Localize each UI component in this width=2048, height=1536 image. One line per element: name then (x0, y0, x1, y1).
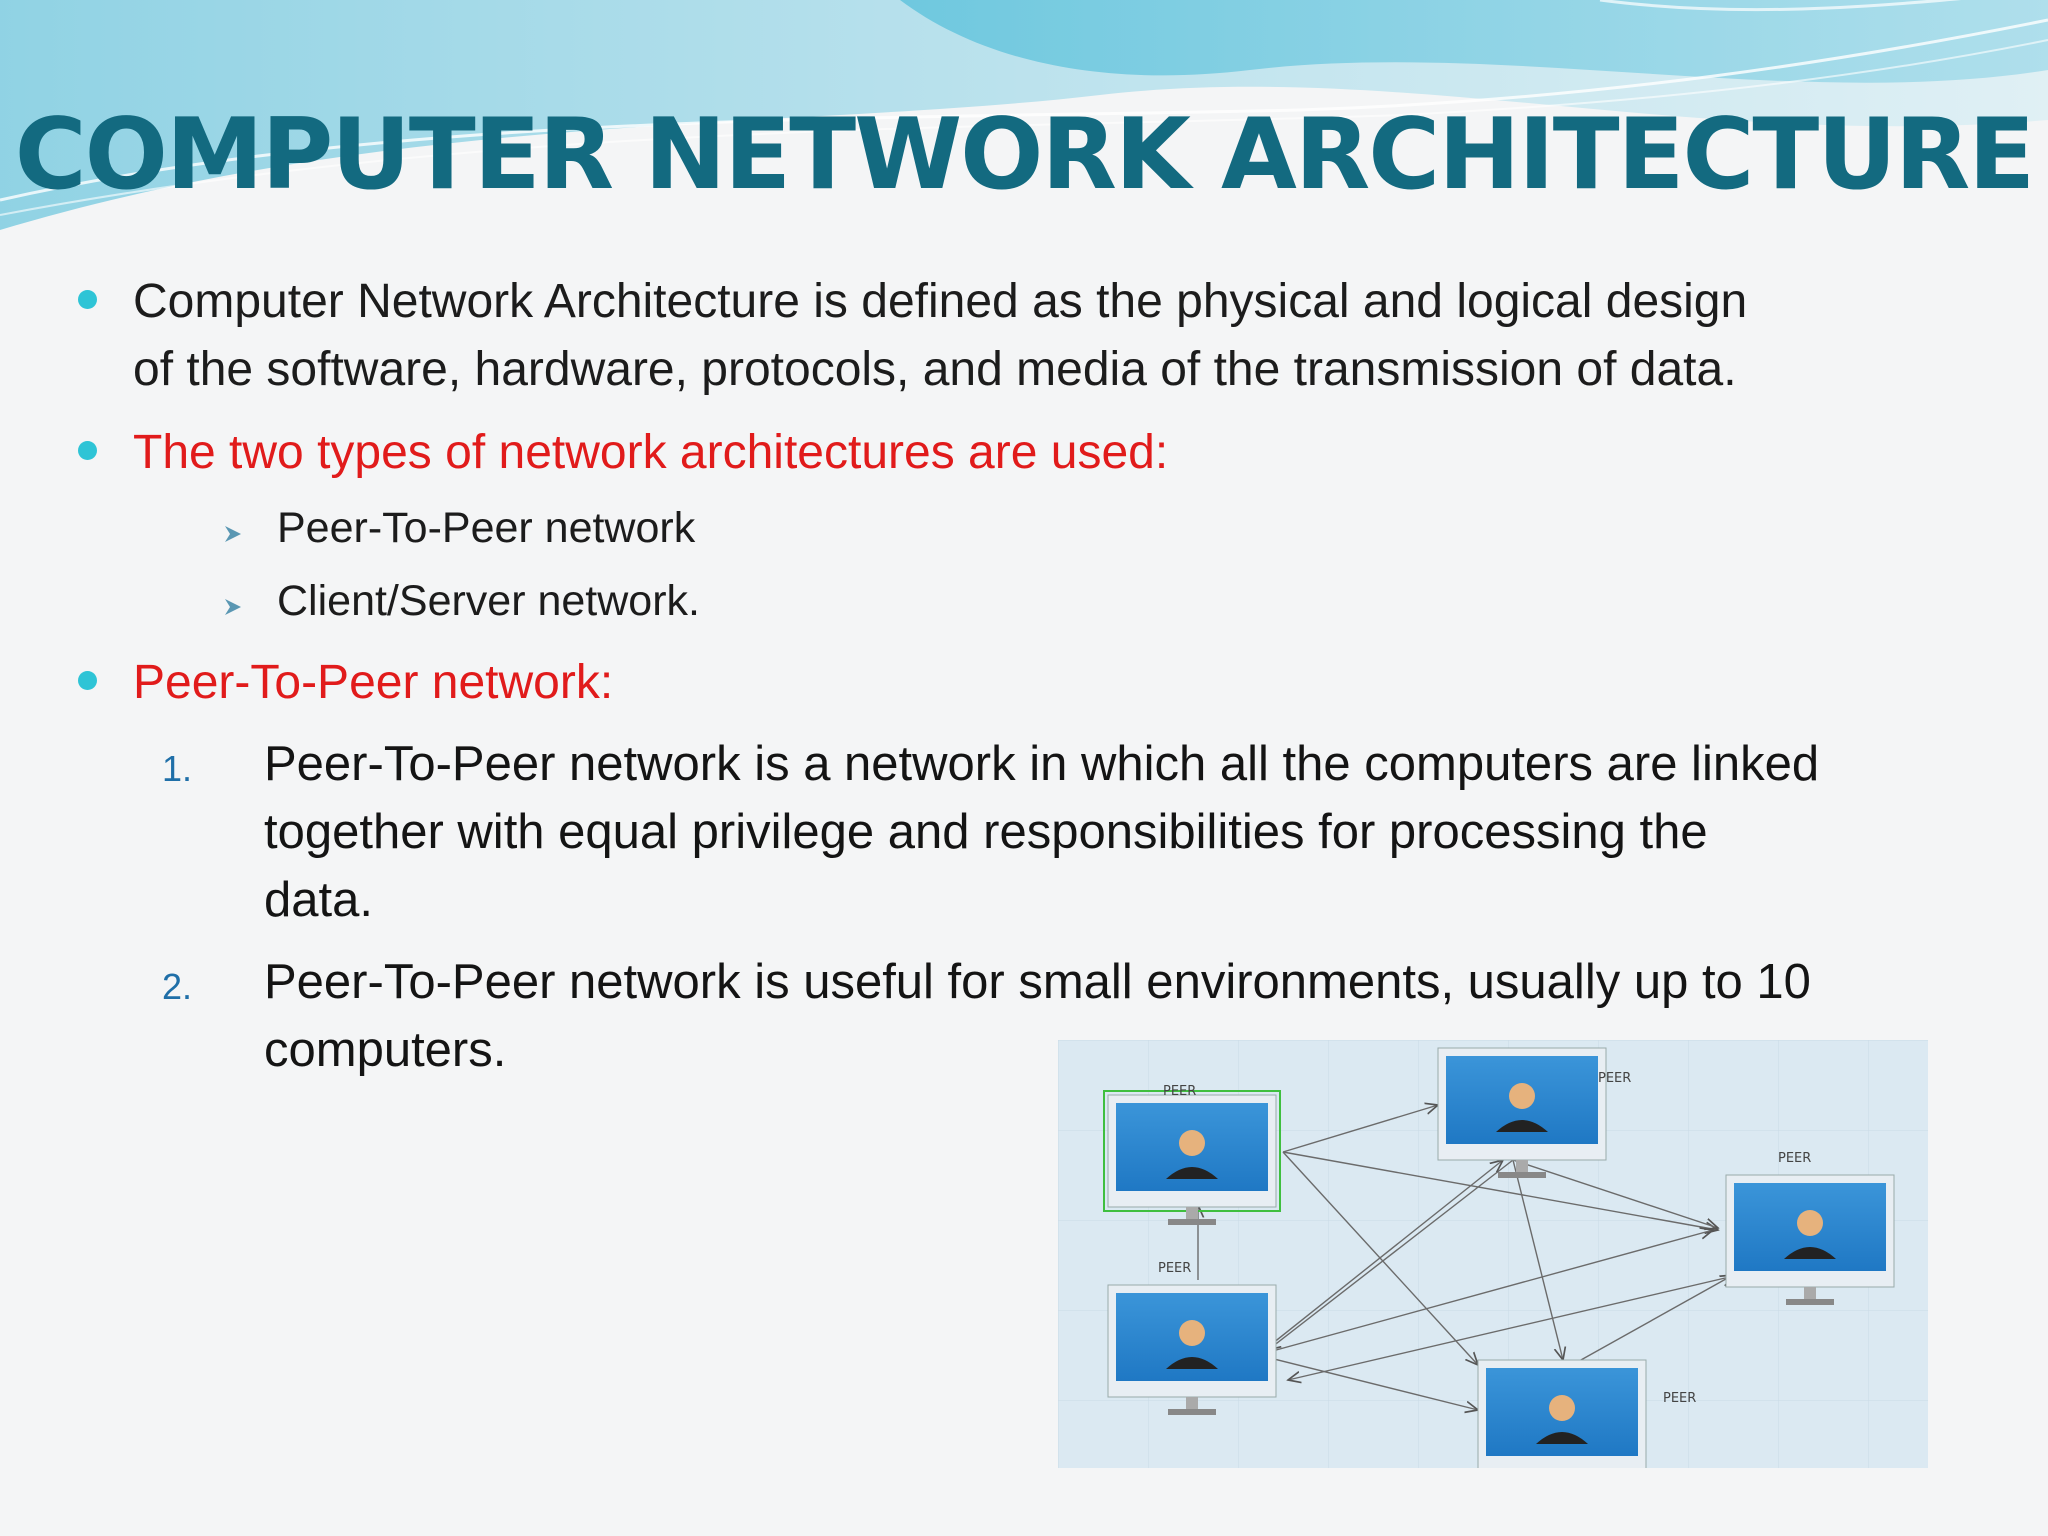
bullet-dot-icon (78, 290, 97, 309)
architecture-type-item: Client/Server network. (277, 577, 700, 625)
numbered-item-1-line-1: Peer-To-Peer network is a network in whi… (264, 737, 1820, 791)
numbered-item-1-line-3: data. (264, 873, 373, 927)
peer-computer-icon (1437, 1047, 1607, 1178)
peer-label: PEER (1163, 1084, 1196, 1099)
peer-label: PEER (1778, 1151, 1811, 1166)
peer-computer-icon (1107, 1284, 1277, 1415)
peer-to-peer-diagram: PEER PEER PEER (1058, 1040, 1928, 1468)
header-wave-decoration (0, 0, 2048, 230)
bullet-1-line-1: Computer Network Architecture is defined… (133, 275, 1748, 328)
arrow-bullet-icon (225, 599, 241, 615)
slide-title: COMPUTER NETWORK ARCHITECTURE (14, 98, 2036, 212)
numbered-item-1-line-2: together with equal privilege and respon… (264, 805, 1708, 859)
peer-label: PEER (1598, 1071, 1631, 1086)
peer-computer-icon (1477, 1359, 1647, 1468)
list-number: 2. (162, 966, 193, 1007)
bullet-dot-icon (78, 671, 97, 690)
bullet-dot-icon (78, 441, 97, 460)
peer-label: PEER (1158, 1261, 1191, 1276)
numbered-item-2-line-2: computers. (264, 1023, 507, 1077)
numbered-item-2-line-1: Peer-To-Peer network is useful for small… (264, 955, 1811, 1009)
bullet-1-line-2: of the software, hardware, protocols, an… (133, 343, 1737, 396)
peer-computer-icon (1103, 1090, 1281, 1225)
architecture-type-item: Peer-To-Peer network (277, 504, 696, 552)
list-number: 1. (162, 748, 193, 789)
peer-computer-icon (1725, 1174, 1895, 1305)
peer-label: PEER (1663, 1391, 1696, 1406)
arrow-bullet-icon (225, 526, 241, 542)
bullet-2-text: The two types of network architectures a… (133, 426, 1169, 479)
bullet-3-text: Peer-To-Peer network: (133, 656, 614, 709)
